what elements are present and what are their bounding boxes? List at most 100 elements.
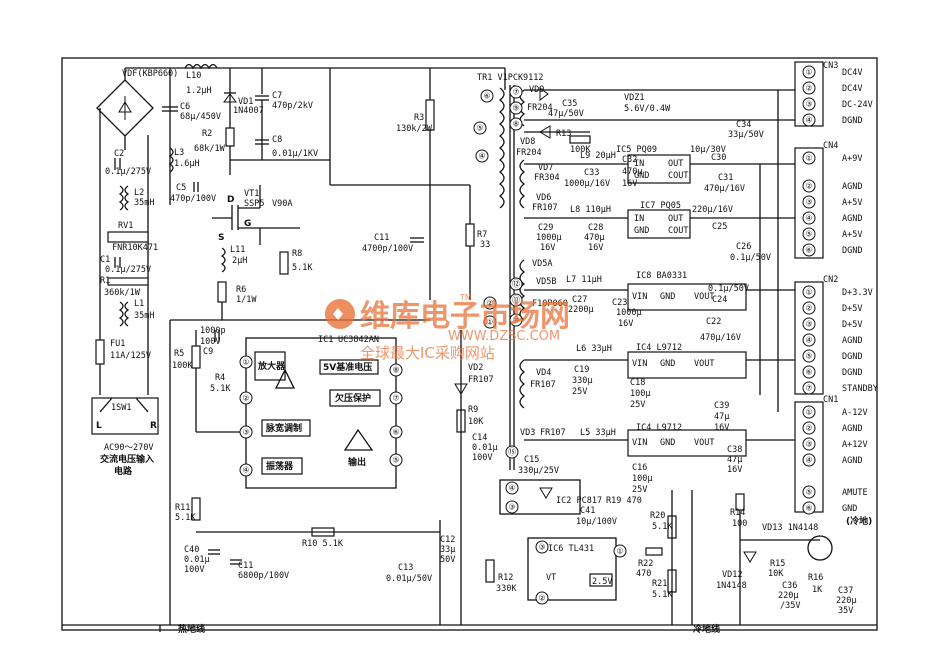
cn2-pin3: D+5V xyxy=(842,320,862,330)
c13-label: C13 xyxy=(398,563,413,573)
r5-value: 100K xyxy=(172,361,193,371)
c31-label: C31 xyxy=(718,173,733,183)
cn1-pin4: AGND xyxy=(842,456,862,466)
bridge-rectifier xyxy=(96,67,330,150)
c36-volt: /35V xyxy=(780,601,800,611)
svg-text:⑥: ⑥ xyxy=(483,92,490,101)
watermark-tm: TM xyxy=(459,293,472,302)
uvlo-label: 欠压保护 xyxy=(335,392,371,404)
cn3-label: CN3 xyxy=(823,61,838,71)
vd13-label: VD13 1N4148 xyxy=(762,523,818,533)
svg-text:D: D xyxy=(227,195,234,205)
watermark-slogan: 全球最大IC采购网站 xyxy=(360,344,495,362)
c7-value: 470p/2kV xyxy=(272,101,313,111)
r21-value: 5.1K xyxy=(652,590,673,600)
svg-text:①: ① xyxy=(616,547,623,556)
r6-value: 1/1W xyxy=(236,295,257,305)
svg-text:②: ② xyxy=(805,304,812,313)
vd5b-label: VD5B xyxy=(536,277,556,287)
l7-label: L7 11μH xyxy=(566,275,602,285)
c28-label: C28 xyxy=(588,223,603,233)
ic4-regulator-upper xyxy=(627,351,747,379)
l3-value: 1.6μH xyxy=(174,159,200,169)
c38-label: C38 xyxy=(727,445,742,455)
ic8-regulator xyxy=(627,283,747,311)
ic5-pin-cout: COUT xyxy=(668,171,688,181)
c34-label: C34 xyxy=(736,120,751,130)
c18-volt: 25V xyxy=(630,400,645,410)
vd1-diode xyxy=(223,93,237,103)
c11a-value: 4700p/100V xyxy=(362,244,413,254)
vd2-value: FR107 xyxy=(468,375,494,385)
hot-ground-label: 热地线 xyxy=(178,623,205,635)
c12-volt: 50V xyxy=(440,555,455,565)
ic8-pin-vout: VOUT xyxy=(694,292,714,302)
watermark: 维库电子市场网 TM WWW.DZSC.COM 全球最大IC采购网站 xyxy=(325,293,570,362)
c15-value: 330μ/25V xyxy=(518,466,559,476)
r2-resistor xyxy=(225,127,235,147)
c29-volt: 16V xyxy=(540,243,555,253)
svg-text:⑫: ⑫ xyxy=(512,280,520,289)
c37-label: C37 xyxy=(838,586,853,596)
vdz1-label: VDZ1 xyxy=(624,93,644,103)
ic4a-label: IC4 L9712 xyxy=(636,343,682,353)
c25-label: C25 xyxy=(712,222,727,232)
ic5-label: IC5 PQ09 xyxy=(616,145,657,155)
r16-value: 1K xyxy=(812,585,823,595)
svg-text:④: ④ xyxy=(805,214,812,223)
l6-label: L6 33μH xyxy=(576,344,612,354)
r6-label: R6 xyxy=(236,285,246,295)
c16-value: 100μ xyxy=(632,474,652,484)
rv1-label: RV1 xyxy=(118,221,133,231)
l3-label: L3 xyxy=(174,148,184,158)
vd1-label: VD1 xyxy=(238,97,253,107)
c27-value: 2200μ xyxy=(568,305,594,315)
c11a-label: C11 xyxy=(374,233,389,243)
r13-value: 100K xyxy=(570,145,591,155)
l2-label: L2 xyxy=(134,188,144,198)
ic8-pin-vin: VIN xyxy=(632,292,647,302)
svg-text:S: S xyxy=(218,233,224,243)
ic4b-label: IC4 L9712 xyxy=(636,423,682,433)
c15-label: C15 xyxy=(524,455,539,465)
c22-value: 470μ/16V xyxy=(700,333,741,343)
c23-value: 1000μ xyxy=(616,308,642,318)
oscillator-block xyxy=(261,457,303,475)
l2-value: 35mH xyxy=(134,198,154,208)
ic1-value: UC3842AN xyxy=(338,335,379,345)
cn4-pin2: AGND xyxy=(842,182,862,192)
l2-inductor xyxy=(118,185,124,211)
c41-label: C41 xyxy=(580,506,595,516)
vt1-mosfet xyxy=(212,205,260,230)
l5-label: L5 33μH xyxy=(580,428,616,438)
svg-text:③: ③ xyxy=(805,100,812,109)
watermark-url: WWW.DZSC.COM xyxy=(448,329,560,344)
uvlo-block xyxy=(329,389,381,407)
c5-label: C5 xyxy=(176,183,186,193)
c8-label: C8 xyxy=(272,135,282,145)
svg-text:④: ④ xyxy=(508,484,515,493)
vd12-value: 1N4148 xyxy=(716,581,747,591)
c33-value: 1000μ/16V xyxy=(564,179,610,189)
vd9-label: VD9 xyxy=(529,85,544,95)
cn4-pin3: A+5V xyxy=(842,198,862,208)
r4-value: 5.1K xyxy=(210,384,231,394)
svg-text:④: ④ xyxy=(478,152,485,161)
l11-label: L11 xyxy=(230,245,245,255)
cn4-pin1: A+9V xyxy=(842,154,862,164)
c39-volt: 16V xyxy=(714,423,729,433)
svg-text:⑥: ⑥ xyxy=(805,504,812,513)
cn1-pin6: GND xyxy=(842,504,857,514)
ic4a-pin-vout: VOUT xyxy=(694,359,714,369)
r10-label: R10 5.1K xyxy=(302,539,344,549)
cn4-label: CN4 xyxy=(823,141,838,151)
svg-text:⑦: ⑦ xyxy=(392,394,399,403)
rv1-value: FNR10K471 xyxy=(112,243,158,253)
c6-value: 68μ/450V xyxy=(180,112,221,122)
ic7-pin-gnd: GND xyxy=(634,226,649,236)
c24-value: 0.1μ/50V xyxy=(708,284,749,294)
r1-label: R1 xyxy=(100,276,110,286)
svg-text:②: ② xyxy=(805,424,812,433)
r12-label: R12 xyxy=(498,573,513,583)
r22-resistor xyxy=(645,547,663,556)
